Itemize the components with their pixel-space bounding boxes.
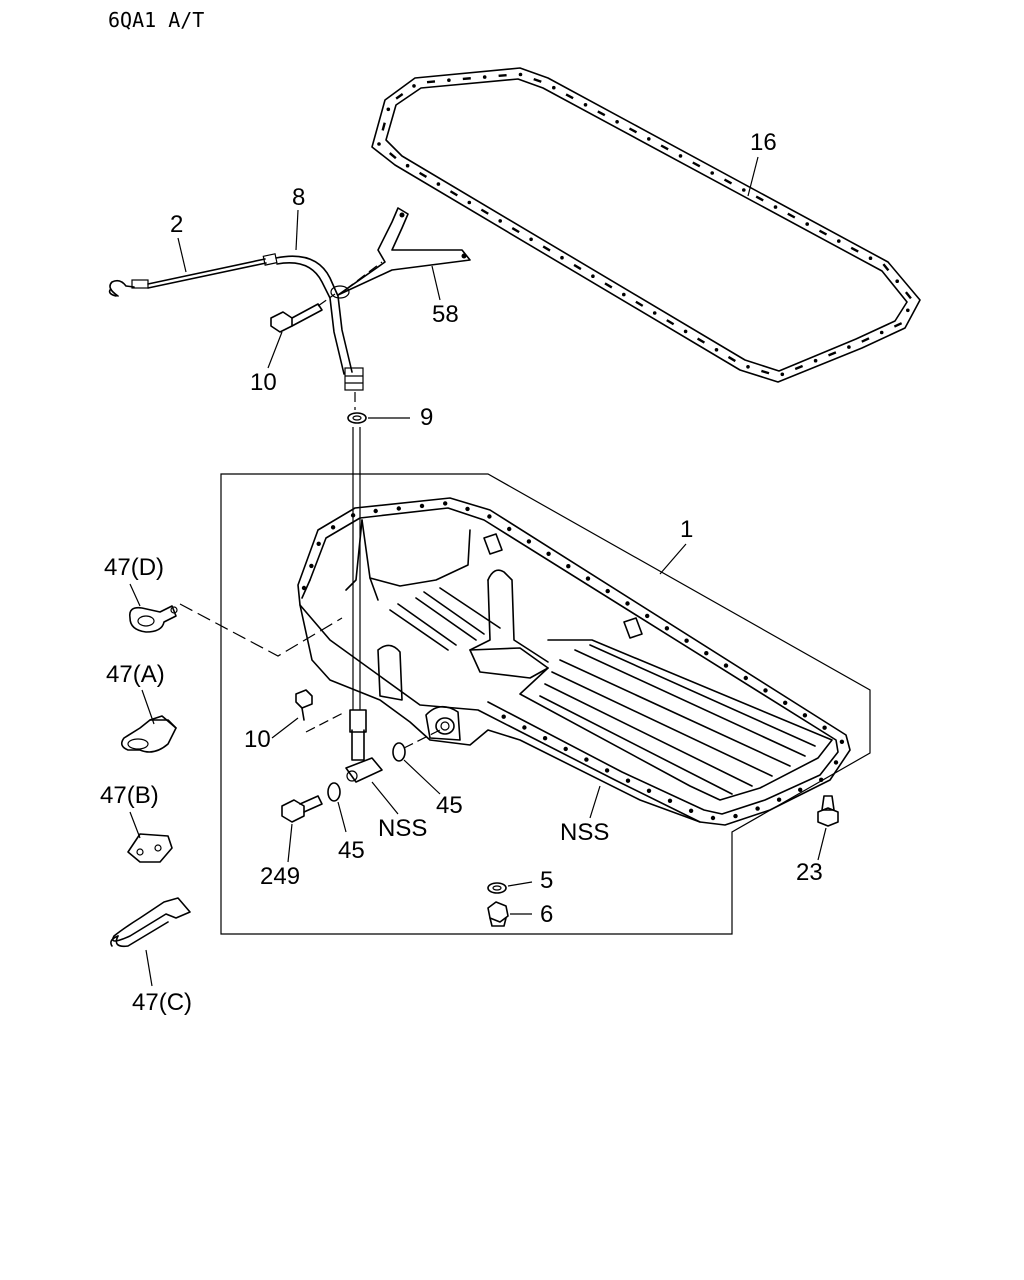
svg-text:NSS: NSS — [378, 815, 427, 842]
callout-47b: 47(B) — [100, 782, 159, 839]
svg-text:NSS: NSS — [560, 819, 609, 846]
oil-level-gauge-guide-tube[interactable] — [275, 255, 364, 391]
callout-47a: 47(A) — [106, 661, 165, 725]
drain-plug-gasket[interactable] — [487, 882, 507, 894]
callout-249: 249 — [260, 823, 300, 890]
svg-text:45: 45 — [338, 837, 365, 864]
callout-45-lower: 45 — [337, 801, 365, 864]
bolt-249[interactable] — [281, 795, 323, 823]
clip-47b[interactable] — [127, 833, 173, 863]
callout-47d: 47(D) — [104, 554, 164, 607]
svg-text:8: 8 — [292, 184, 305, 211]
svg-text:47(B): 47(B) — [100, 782, 159, 809]
svg-text:1: 1 — [680, 516, 693, 543]
svg-text:47(A): 47(A) — [106, 661, 165, 688]
svg-text:249: 249 — [260, 863, 300, 890]
clip-47c[interactable] — [110, 897, 191, 948]
svg-text:58: 58 — [432, 301, 459, 328]
svg-text:10: 10 — [250, 369, 277, 396]
svg-text:45: 45 — [436, 792, 463, 819]
svg-text:6: 6 — [540, 901, 553, 928]
washer-45-upper[interactable] — [392, 742, 406, 762]
svg-text:5: 5 — [540, 867, 553, 894]
callout-10-lower: 10 — [244, 717, 299, 753]
svg-text:16: 16 — [750, 129, 777, 156]
guide-tube-bolt[interactable] — [270, 303, 323, 333]
svg-text:47(D): 47(D) — [104, 554, 164, 581]
oil-pan-gasket[interactable] — [371, 67, 921, 383]
callout-9: 9 — [368, 404, 433, 431]
svg-text:10: 10 — [244, 726, 271, 753]
callout-nss-pipe: NSS — [371, 781, 427, 842]
callout-5: 5 — [507, 867, 553, 894]
guide-tube-bracket[interactable] — [337, 207, 471, 296]
oil-pan-group-frame — [220, 473, 871, 935]
gasket-bolt-holes — [377, 72, 912, 377]
guide-tube-washer[interactable] — [347, 412, 367, 424]
bolt-10-lower[interactable] — [295, 689, 313, 721]
callout-nss-pan: NSS — [560, 785, 609, 846]
oil-pan[interactable] — [297, 497, 851, 826]
stud-23[interactable] — [817, 795, 839, 827]
model-header: 6QA1 A/T — [108, 8, 204, 32]
callout-8: 8 — [292, 184, 305, 251]
callout-10-upper: 10 — [250, 331, 283, 396]
callout-1: 1 — [659, 516, 693, 575]
svg-text:2: 2 — [170, 211, 183, 238]
callout-6: 6 — [510, 901, 553, 928]
svg-text:47(C): 47(C) — [132, 989, 192, 1016]
washer-45-lower[interactable] — [327, 782, 341, 802]
connector-pipe[interactable] — [345, 709, 383, 783]
drain-plug[interactable] — [487, 901, 509, 927]
oil-pan-bolt-holes — [301, 501, 845, 821]
callout-2: 2 — [170, 211, 187, 273]
callout-47c: 47(C) — [132, 949, 192, 1016]
svg-text:23: 23 — [796, 859, 823, 886]
clip-47d[interactable] — [128, 605, 178, 633]
callout-45-upper: 45 — [403, 759, 463, 819]
svg-text:9: 9 — [420, 404, 433, 431]
callout-23: 23 — [796, 827, 827, 886]
callout-16: 16 — [747, 129, 777, 197]
clip-47a[interactable] — [120, 715, 177, 753]
oil-level-gauge[interactable] — [108, 253, 278, 297]
callout-58: 58 — [431, 265, 459, 328]
